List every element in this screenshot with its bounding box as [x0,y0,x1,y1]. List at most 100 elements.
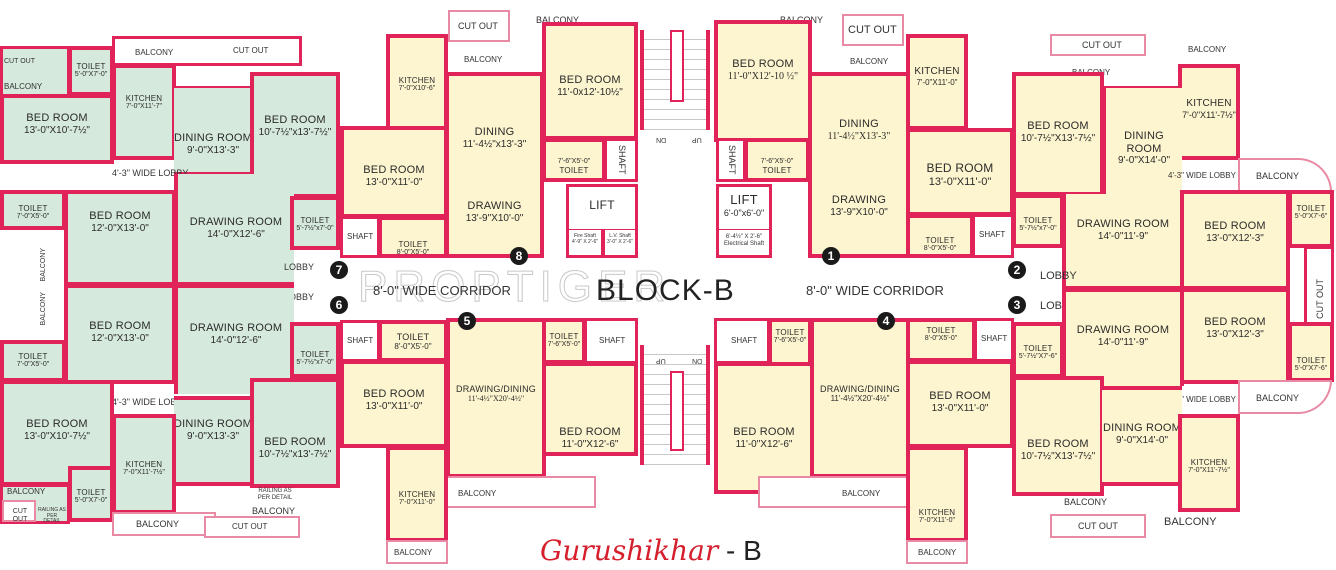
flat-badge-1: 1 [822,247,840,265]
flat2-curved-balcony: BALCONY [1238,158,1332,192]
flat6-railing-2: RAILING AS PER DETAIL [257,488,293,501]
flat4-balcony: BALCONY [758,476,908,508]
lift-left: LIFT [566,184,638,232]
flat3-balcony-2: BALCONY [1164,516,1217,528]
staircase-bottom: UP DN [640,345,710,465]
flat4-shaft-2: SHAFT [974,318,1014,362]
project-brand: Gurushikhar [540,534,719,567]
flat2-lobby: LOBBY [1040,270,1077,282]
flat-badge-4: 4 [877,312,895,330]
flat5-shaft: SHAFT [340,320,380,362]
project-title: Gurushikhar - B [540,534,762,567]
flat8-shaft-2: SHAFT [340,216,380,258]
flat4-small-balcony: BALCONY [906,540,968,564]
flat4-shaft: SHAFT [714,318,770,364]
flat7-lobby: LOBBY [284,262,315,272]
project-suffix: - B [718,535,762,566]
flat6-bottom-cutout: CUT OUT [204,516,300,538]
flat7-side-balcony: BALCONY [40,248,47,282]
flat3-cutout: CUT OUT [1050,514,1146,538]
flat8-cutout: CUT OUT [448,10,510,42]
flat8-toilet-1: 7'-6"X5'-0"TOILET [542,138,606,182]
flat1-shaft-2: SHAFT [972,214,1014,258]
flat7-wide-lobby: 4'-3" WIDE LOBBY [112,168,189,178]
flat-badge-8: 8 [510,247,528,265]
flat6-railing-1: RAILING AS PER DETAIL [38,507,66,524]
flat6-cutout: CUT OUT [2,500,36,523]
electrical-shaft: 6'-4½" X 2'-6"Electrical Shaft [716,230,772,258]
flat1-balcony: BALCONY [850,57,889,66]
flat8-top-balcony: BALCONY [536,15,580,25]
flat5-balcony: BALCONY [446,476,596,508]
flat7-cutout-label: CUT OUT [4,58,35,65]
flat-badge-2: 2 [1008,261,1026,279]
flat6-wide-lobby: 4'-3" WIDE LOBBY [112,397,189,407]
flat2-top-cutout: CUT OUT [1050,34,1146,56]
watermark: PROPTIGER [357,262,672,312]
block-title: BLOCK-B [596,274,735,307]
flat8-balcony: BALCONY [464,55,503,64]
flat6-bottom-balcony: BALCONY [112,512,216,536]
staircase-top: DN UP [640,30,710,143]
flat-badge-3: 3 [1008,296,1026,314]
flat1-shaft-1: SHAFT [716,138,746,182]
flat5-shaft-2: SHAFT [584,318,638,364]
flat3-curved-balcony: BALCONY [1238,380,1332,414]
flat-badge-6: 6 [330,296,348,314]
flat1-toilet-1: 7'-6"X5'-0"TOILET [744,138,810,182]
flat7-balcony-label: BALCONY [4,82,43,91]
corridor-label-left: 8'-0" WIDE CORRIDOR [373,283,511,298]
corridor-label-right: 8'-0" WIDE CORRIDOR [806,283,944,298]
flat-badge-7: 7 [330,261,348,279]
flat5-small-balcony: BALCONY [386,540,448,564]
flat6-balcony-2: BALCONY [252,506,296,516]
